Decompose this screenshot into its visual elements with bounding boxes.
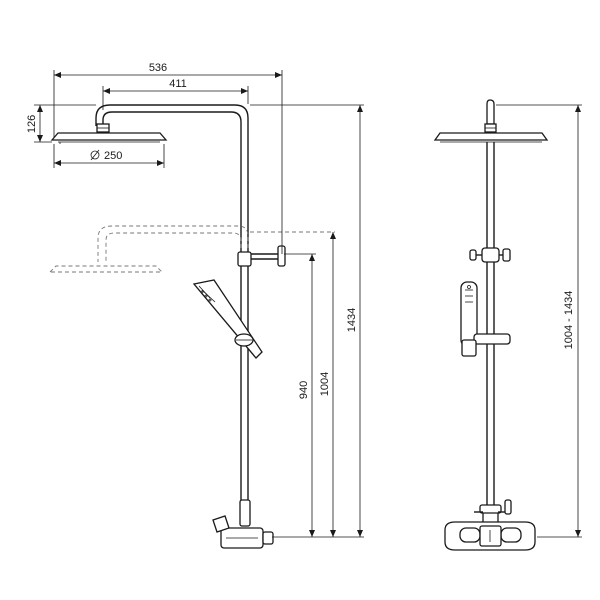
front-view: 1004 - 1434 bbox=[433, 99, 582, 551]
dim-height-1434: 1434 bbox=[250, 104, 364, 538]
front-diverter bbox=[469, 247, 511, 263]
diameter-icon bbox=[90, 149, 100, 161]
dim-label-536: 536 bbox=[149, 62, 167, 74]
front-shower-head bbox=[433, 99, 549, 143]
shower-head-top bbox=[50, 132, 168, 144]
dim-label-940: 940 bbox=[298, 381, 310, 399]
dim-label-411: 411 bbox=[169, 78, 187, 90]
hand-shower bbox=[192, 279, 263, 359]
dim-arm-projection: 411 bbox=[102, 78, 249, 110]
dim-height-940: 940 bbox=[272, 253, 316, 538]
dim-head-diameter: 250 bbox=[53, 144, 165, 168]
front-slider-holder bbox=[461, 333, 511, 357]
diverter-clamp bbox=[237, 245, 286, 267]
dim-overall-projection: 536 bbox=[53, 62, 283, 254]
mixer-valve bbox=[212, 499, 274, 549]
side-view: 536 411 126 bbox=[26, 62, 364, 549]
slider-holder bbox=[234, 333, 254, 347]
front-riser-pipe bbox=[486, 142, 495, 512]
shower-arm-lower-position bbox=[48, 225, 249, 273]
dim-label-range: 1004 - 1434 bbox=[563, 291, 575, 350]
dim-head-height: 126 bbox=[26, 104, 96, 143]
dim-label-1004: 1004 bbox=[319, 372, 331, 396]
dim-label-250: 250 bbox=[104, 150, 122, 162]
dim-height-1004: 1004 bbox=[316, 232, 337, 538]
dim-height-range: 1004 - 1434 bbox=[496, 104, 582, 538]
shower-arm-top bbox=[95, 104, 249, 140]
front-mixer-valve bbox=[444, 499, 536, 551]
dim-label-1434: 1434 bbox=[346, 308, 358, 332]
dim-label-126: 126 bbox=[26, 115, 38, 133]
